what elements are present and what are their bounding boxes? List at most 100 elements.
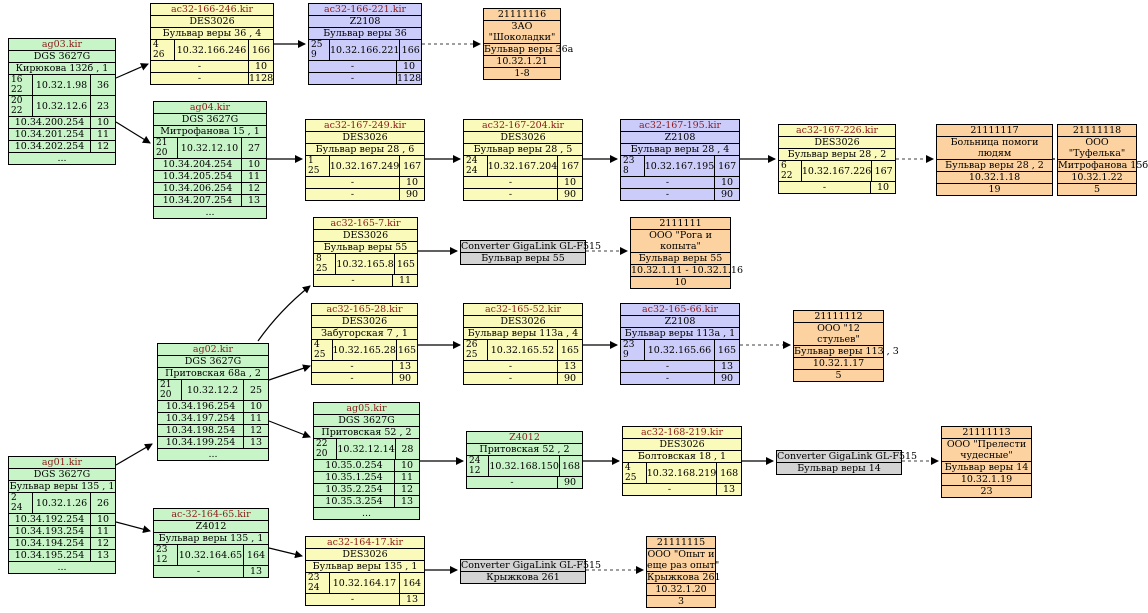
client-id: 2111111 [631,218,730,230]
port-numbers: 23 24 [306,573,330,593]
device-hostname: ag02.kir [158,344,268,356]
client-line: ООО "Туфелька" [1058,137,1136,160]
client-line: 10.32.1.11 - 10.32.1.16 [631,265,743,277]
port-ip: 10.32.12.2 [182,380,244,400]
subnet-vlan: 11 [96,129,110,140]
subnet-ip: 10.34.197.254 [158,413,244,424]
port-ip: 10.32.12.6 [33,96,91,116]
device-model: DGS 3627G [154,114,266,126]
subnet-vlan: 10 [96,117,110,128]
device-hostname: ac32-167-249.kir [306,120,424,132]
edge-ag03-ac166-246 [115,63,149,79]
port-numbers: 21 20 [158,380,182,400]
subnet-vlan: 11 [249,413,263,424]
edge-ag02-ag05 [268,420,311,439]
client-line: ООО "Рога и копыта" [631,230,730,253]
client-id: Converter GigaLink GL-F515 [461,241,602,253]
more-rows: ... [361,508,372,519]
device-address: Бульвар веры 28 , 5 [464,144,582,156]
subnet-vlan: 1128 [397,73,422,84]
port-ip: 10.32.164.17 [330,573,400,593]
port-ip: 10.32.1.98 [33,75,91,95]
subnet-vlan: 12 [96,538,110,549]
edge-ag01-ac164-65 [115,521,151,534]
device-model: Z2108 [309,16,421,28]
device-address: Бульвар веры 28 , 4 [621,144,739,156]
client-line: Крыжкова 261 [486,572,560,583]
subnet-ip: - [306,177,400,188]
device-address: Бульвар веры 113а , 4 [464,328,582,340]
subnet-ip: - [309,73,397,84]
port-ip: 10.32.1.26 [33,493,91,513]
port-vlan: 168 [720,467,739,479]
device-address: Бульвар веры 36 , 4 [151,28,273,40]
client-line: Бульвар веры 28 , 2 [937,160,1052,172]
client-line: 10.32.1.17 [794,358,883,370]
subnet-vlan: 13 [249,437,263,448]
subnet-vlan: 13 [405,594,419,605]
subnet-vlan: 10 [249,401,263,412]
subnet-row: -10 [151,61,273,73]
device-model: DES3026 [623,439,741,451]
port-ip: 10.32.168.219 [647,463,718,483]
port-numbers: 21 20 [154,138,178,158]
client-line: 10.32.1.20 [647,584,715,596]
subnet-ip: - [621,177,715,188]
subnet-ip: 10.34.198.254 [158,425,244,436]
device-model: DES3026 [779,137,895,149]
port-numbers: 1 25 [306,156,330,176]
device-model: DES3026 [464,316,582,328]
port-vlan: 165 [560,344,580,356]
port-vlan: 166 [251,44,271,56]
subnet-ip: - [779,182,871,193]
subnet-ip: 10.35.2.254 [314,484,395,495]
subnet-ip: 10.34.192.254 [9,514,91,525]
subnet-ip: 10.34.193.254 [9,526,91,537]
subnet-vlan: 10 [400,460,414,471]
subnet-ip: - [621,361,715,372]
device-hostname: ac32-165-66.kir [621,304,739,316]
subnet-vlan: 11 [247,171,261,182]
device-hostname: ac32-165-7.kir [314,218,417,230]
subnet-vlan: 13 [563,361,577,372]
device-address: Бульвар веры 28 , 2 [779,149,895,161]
subnet-vlan: 10 [254,61,268,72]
port-numbers: 20 22 [9,96,33,116]
subnet-ip: - [464,177,558,188]
device-hostname: ac32-166-246.kir [151,4,273,16]
port-numbers: 6 22 [779,161,802,181]
